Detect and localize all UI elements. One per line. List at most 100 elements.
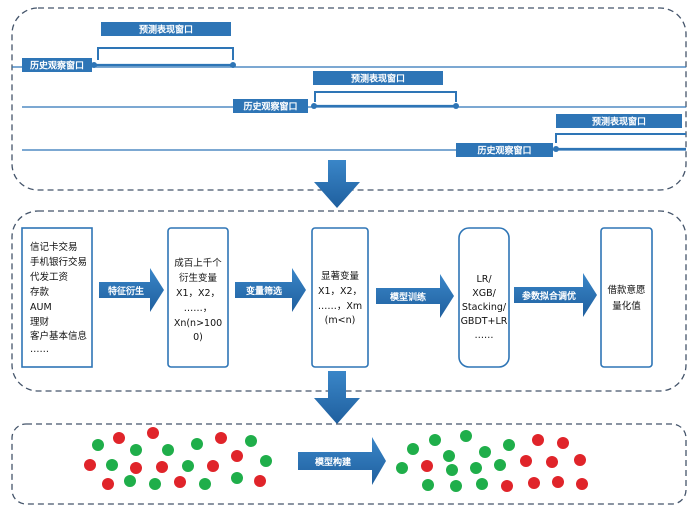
sample-dot — [407, 443, 419, 455]
model-line: XGB/ — [472, 288, 496, 299]
sample-dot — [396, 462, 408, 474]
selected-variables-box — [311, 227, 369, 368]
selected-variables-text: 显著变量 X1，X2， ……，Xm (m<n) — [318, 270, 362, 326]
model-building-arrow — [298, 437, 386, 485]
sample-dot — [460, 430, 472, 442]
features-line: 成百上千个 — [174, 257, 222, 269]
sample-dot — [162, 444, 174, 456]
sample-dot — [149, 478, 161, 490]
sample-dot — [102, 478, 114, 490]
sample-dot — [520, 455, 532, 467]
derived-features-text: 成百上千个 衍生变量 X1，X2， ……， Xn(n>100 0) — [174, 257, 222, 343]
sample-dot — [576, 478, 588, 490]
step-label-parameter-tuning: 参数拟合调优 — [522, 290, 576, 302]
window-start-dot-2 — [311, 103, 317, 109]
sample-dot — [191, 438, 203, 450]
sample-dot — [254, 475, 266, 487]
output-line: 量化值 — [612, 300, 641, 312]
sample-dot — [552, 476, 564, 488]
sample-dot — [245, 435, 257, 447]
source-data-list: 信记卡交易 手机银行交易 代发工资 存款 AUM 理财 客户基本信息 …… — [30, 241, 87, 355]
sample-dot — [182, 460, 194, 472]
sample-dot — [546, 456, 558, 468]
models-text: LR/ XGB/ Stacking/ GBDT+LR …… — [461, 274, 508, 341]
features-line: ……， — [184, 303, 213, 314]
output-line: 借款意愿 — [607, 284, 645, 296]
forecast-window-text-1: 预测表现窗口 — [139, 24, 193, 36]
sample-dot — [494, 459, 506, 471]
sample-dot — [92, 439, 104, 451]
forecast-bracket-1 — [97, 47, 234, 60]
sample-dot — [532, 434, 544, 446]
step-arrow-variable-selection — [235, 268, 306, 312]
window-start-dot-1 — [91, 62, 97, 68]
step-label-feature-derivation: 特征衍生 — [108, 285, 144, 297]
forecast-window-label-3 — [556, 114, 682, 128]
sample-dot — [231, 450, 243, 462]
sample-dot — [574, 454, 586, 466]
sample-dot — [124, 475, 136, 487]
source-item: AUM — [30, 302, 52, 313]
sample-dot — [503, 439, 515, 451]
history-window-text-3: 历史观察窗口 — [477, 145, 531, 157]
output-box — [600, 227, 653, 368]
sample-dot — [207, 460, 219, 472]
sample-dot — [557, 437, 569, 449]
features-line: Xn(n>100 — [174, 318, 222, 329]
sample-dot — [130, 462, 142, 474]
source-item: 存款 — [30, 286, 50, 298]
output-text: 借款意愿 量化值 — [607, 284, 645, 312]
forecast-bracket-2 — [314, 91, 457, 102]
forecast-bracket-3 — [555, 133, 686, 143]
sample-dot — [501, 480, 513, 492]
window-end-dot-1 — [230, 62, 236, 68]
window-start-dot-3 — [553, 146, 559, 152]
models-box — [458, 227, 510, 368]
step-arrow-feature-derivation — [99, 268, 164, 312]
forecast-window-text-2: 预测表现窗口 — [351, 73, 405, 85]
sample-dot — [174, 476, 186, 488]
model-building-label: 模型构建 — [315, 456, 352, 468]
unsorted-samples — [84, 427, 272, 490]
sample-dot — [443, 450, 455, 462]
sample-dot — [446, 464, 458, 476]
source-item: 信记卡交易 — [30, 241, 78, 253]
classified-samples — [396, 430, 588, 492]
features-line: 0) — [193, 332, 203, 343]
history-window-label-3 — [456, 143, 553, 157]
sample-dot — [476, 478, 488, 490]
sample-dot — [147, 427, 159, 439]
sample-dot — [429, 434, 441, 446]
forecast-window-label-1 — [101, 22, 231, 36]
history-window-label-2 — [233, 99, 308, 113]
window-row-2: 预测表现窗口 历史观察窗口 — [22, 71, 686, 113]
sample-dot — [106, 459, 118, 471]
source-item: 手机银行交易 — [30, 256, 87, 268]
window-row-1: 预测表现窗口 历史观察窗口 — [12, 22, 686, 72]
history-window-text-2: 历史观察窗口 — [243, 101, 297, 113]
panel-model-building — [11, 423, 687, 505]
selected-line: X1，X2， — [318, 286, 362, 297]
step-arrow-model-training — [376, 274, 454, 318]
forecast-window-text-3: 预测表现窗口 — [592, 116, 646, 128]
window-end-dot-2 — [453, 103, 459, 109]
sample-dot — [130, 444, 142, 456]
step-arrow-parameter-tuning — [514, 273, 597, 317]
model-line: LR/ — [476, 274, 492, 285]
sample-dot — [113, 432, 125, 444]
panel-pipeline — [11, 210, 687, 392]
selected-line: (m<n) — [325, 315, 356, 326]
down-arrow-2 — [314, 371, 360, 424]
features-line: 衍生变量 — [179, 272, 218, 284]
sample-dot — [479, 446, 491, 458]
sample-dot — [156, 461, 168, 473]
window-row-3: 预测表现窗口 历史观察窗口 — [22, 114, 686, 157]
source-item: 理财 — [30, 316, 50, 328]
model-line: …… — [475, 330, 494, 341]
step-label-model-training: 模型训练 — [390, 291, 426, 303]
sample-dot — [260, 455, 272, 467]
history-window-text-1: 历史观察窗口 — [30, 60, 84, 72]
source-item: 客户基本信息 — [30, 330, 87, 342]
selected-line: ……，Xm — [318, 301, 362, 312]
sample-dot — [470, 462, 482, 474]
